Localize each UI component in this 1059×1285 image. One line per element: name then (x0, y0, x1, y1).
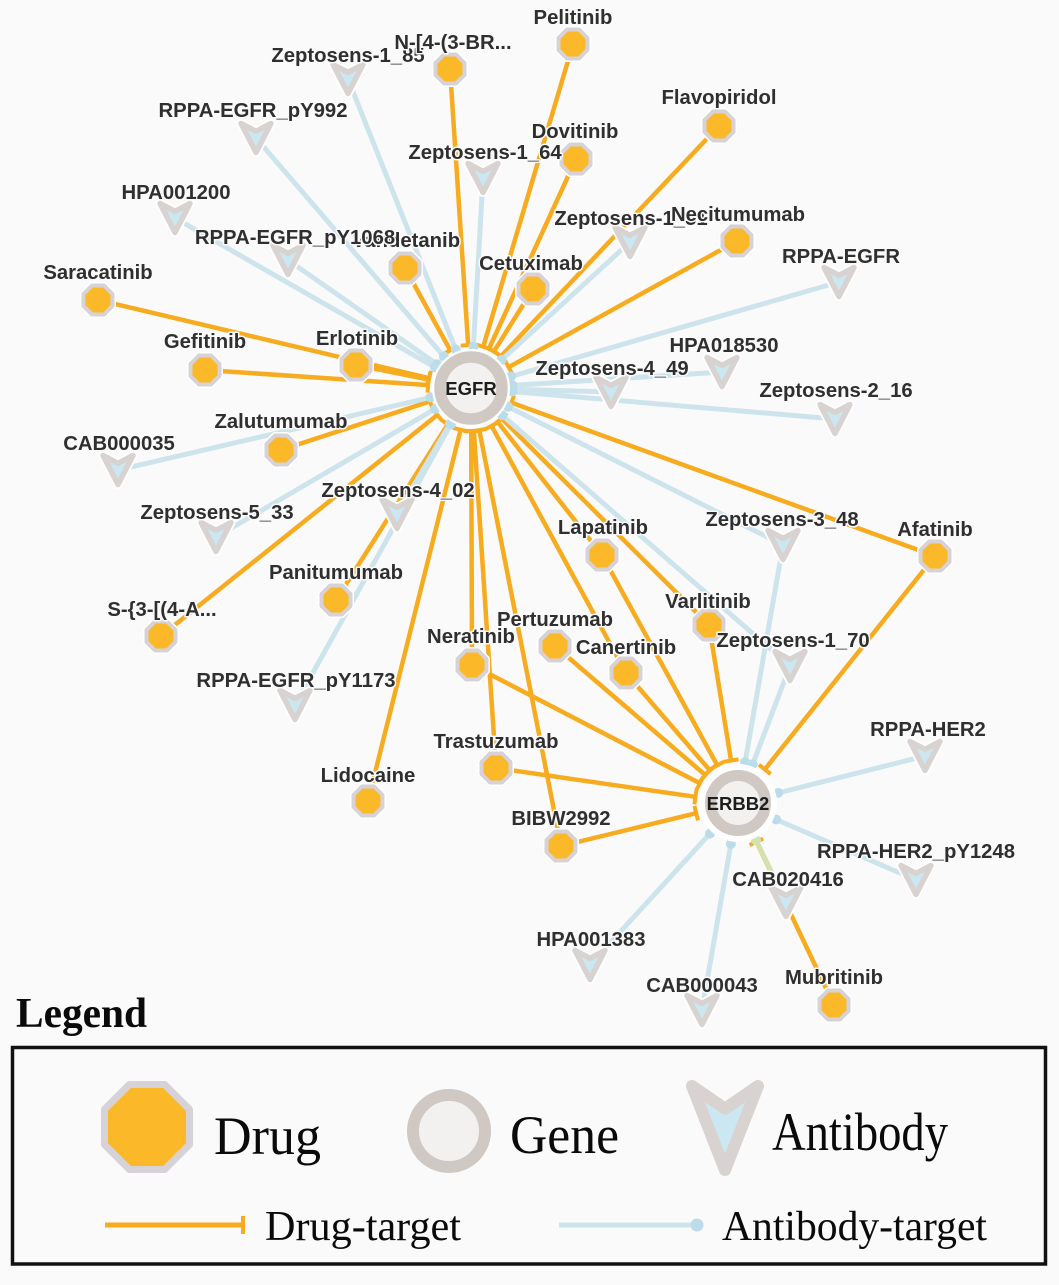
svg-text:Zalutumumab: Zalutumumab (215, 411, 348, 433)
svg-text:CAB000043: CAB000043 (646, 975, 758, 997)
svg-text:Varlitinib: Varlitinib (665, 591, 751, 613)
svg-text:Saracatinib: Saracatinib (43, 262, 152, 284)
svg-text:Legend: Legend (16, 991, 147, 1037)
svg-text:RPPA-EGFR_pY992: RPPA-EGFR_pY992 (159, 100, 348, 122)
svg-text:Lapatinib: Lapatinib (558, 517, 648, 539)
svg-text:HPA001200: HPA001200 (122, 182, 231, 204)
svg-text:Necitumumab: Necitumumab (671, 204, 805, 226)
svg-text:HPA001383: HPA001383 (537, 929, 646, 951)
svg-text:Mubritinib: Mubritinib (785, 967, 883, 989)
svg-text:Panitumumab: Panitumumab (269, 562, 403, 584)
svg-text:Vandetanib: Vandetanib (352, 230, 460, 252)
svg-text:HPA018530: HPA018530 (670, 335, 779, 357)
svg-text:Zeptosens-1_70: Zeptosens-1_70 (716, 630, 869, 652)
svg-text:Cetuximab: Cetuximab (479, 253, 583, 275)
svg-text:Pelitinib: Pelitinib (534, 7, 613, 29)
svg-text:Zeptosens-4_49: Zeptosens-4_49 (535, 358, 688, 380)
svg-text:Pertuzumab: Pertuzumab (497, 609, 613, 631)
svg-text:EGFR: EGFR (445, 378, 496, 399)
svg-text:RPPA-EGFR_pY1173: RPPA-EGFR_pY1173 (196, 670, 395, 692)
svg-text:Dovitinib: Dovitinib (532, 121, 619, 143)
svg-text:Lidocaine: Lidocaine (321, 765, 416, 787)
svg-text:RPPA-HER2: RPPA-HER2 (870, 719, 986, 741)
svg-text:Antibody-target: Antibody-target (722, 1204, 987, 1250)
svg-text:BIBW2992: BIBW2992 (511, 808, 610, 830)
svg-text:Antibody: Antibody (772, 1102, 948, 1162)
svg-text:Erlotinib: Erlotinib (316, 328, 398, 350)
svg-text:RPPA-EGFR: RPPA-EGFR (782, 246, 900, 268)
svg-text:RPPA-EGFR_pY1068: RPPA-EGFR_pY1068 (195, 227, 395, 249)
svg-text:Zeptosens-5_33: Zeptosens-5_33 (140, 502, 293, 524)
svg-text:Drug: Drug (214, 1106, 321, 1166)
svg-text:RPPA-HER2_pY1248: RPPA-HER2_pY1248 (817, 841, 1015, 863)
svg-text:CAB020416: CAB020416 (732, 869, 844, 891)
svg-text:Zeptosens-1_64: Zeptosens-1_64 (408, 142, 562, 164)
svg-text:S-{3-[(4-A...: S-{3-[(4-A... (107, 599, 216, 621)
svg-text:Zeptosens-1_85: Zeptosens-1_85 (271, 45, 424, 67)
svg-text:Zeptosens-2_16: Zeptosens-2_16 (759, 380, 912, 402)
svg-text:Zeptosens-1_31: Zeptosens-1_31 (554, 208, 707, 230)
svg-text:N-[4-(3-BR...: N-[4-(3-BR... (394, 32, 511, 54)
svg-text:Flavopiridol: Flavopiridol (662, 87, 777, 109)
svg-text:Neratinib: Neratinib (427, 626, 515, 648)
svg-text:Zeptosens-4_02: Zeptosens-4_02 (321, 480, 474, 502)
svg-text:Zeptosens-3_48: Zeptosens-3_48 (705, 509, 858, 531)
svg-text:CAB000035: CAB000035 (63, 433, 175, 455)
svg-text:Trastuzumab: Trastuzumab (433, 731, 558, 753)
svg-text:Gene: Gene (510, 1105, 619, 1165)
svg-text:Gefitinib: Gefitinib (164, 331, 246, 353)
svg-text:Drug-target: Drug-target (265, 1204, 461, 1250)
svg-text:ERBB2: ERBB2 (707, 793, 770, 814)
svg-text:Canertinib: Canertinib (576, 637, 676, 659)
svg-text:Afatinib: Afatinib (897, 519, 972, 541)
